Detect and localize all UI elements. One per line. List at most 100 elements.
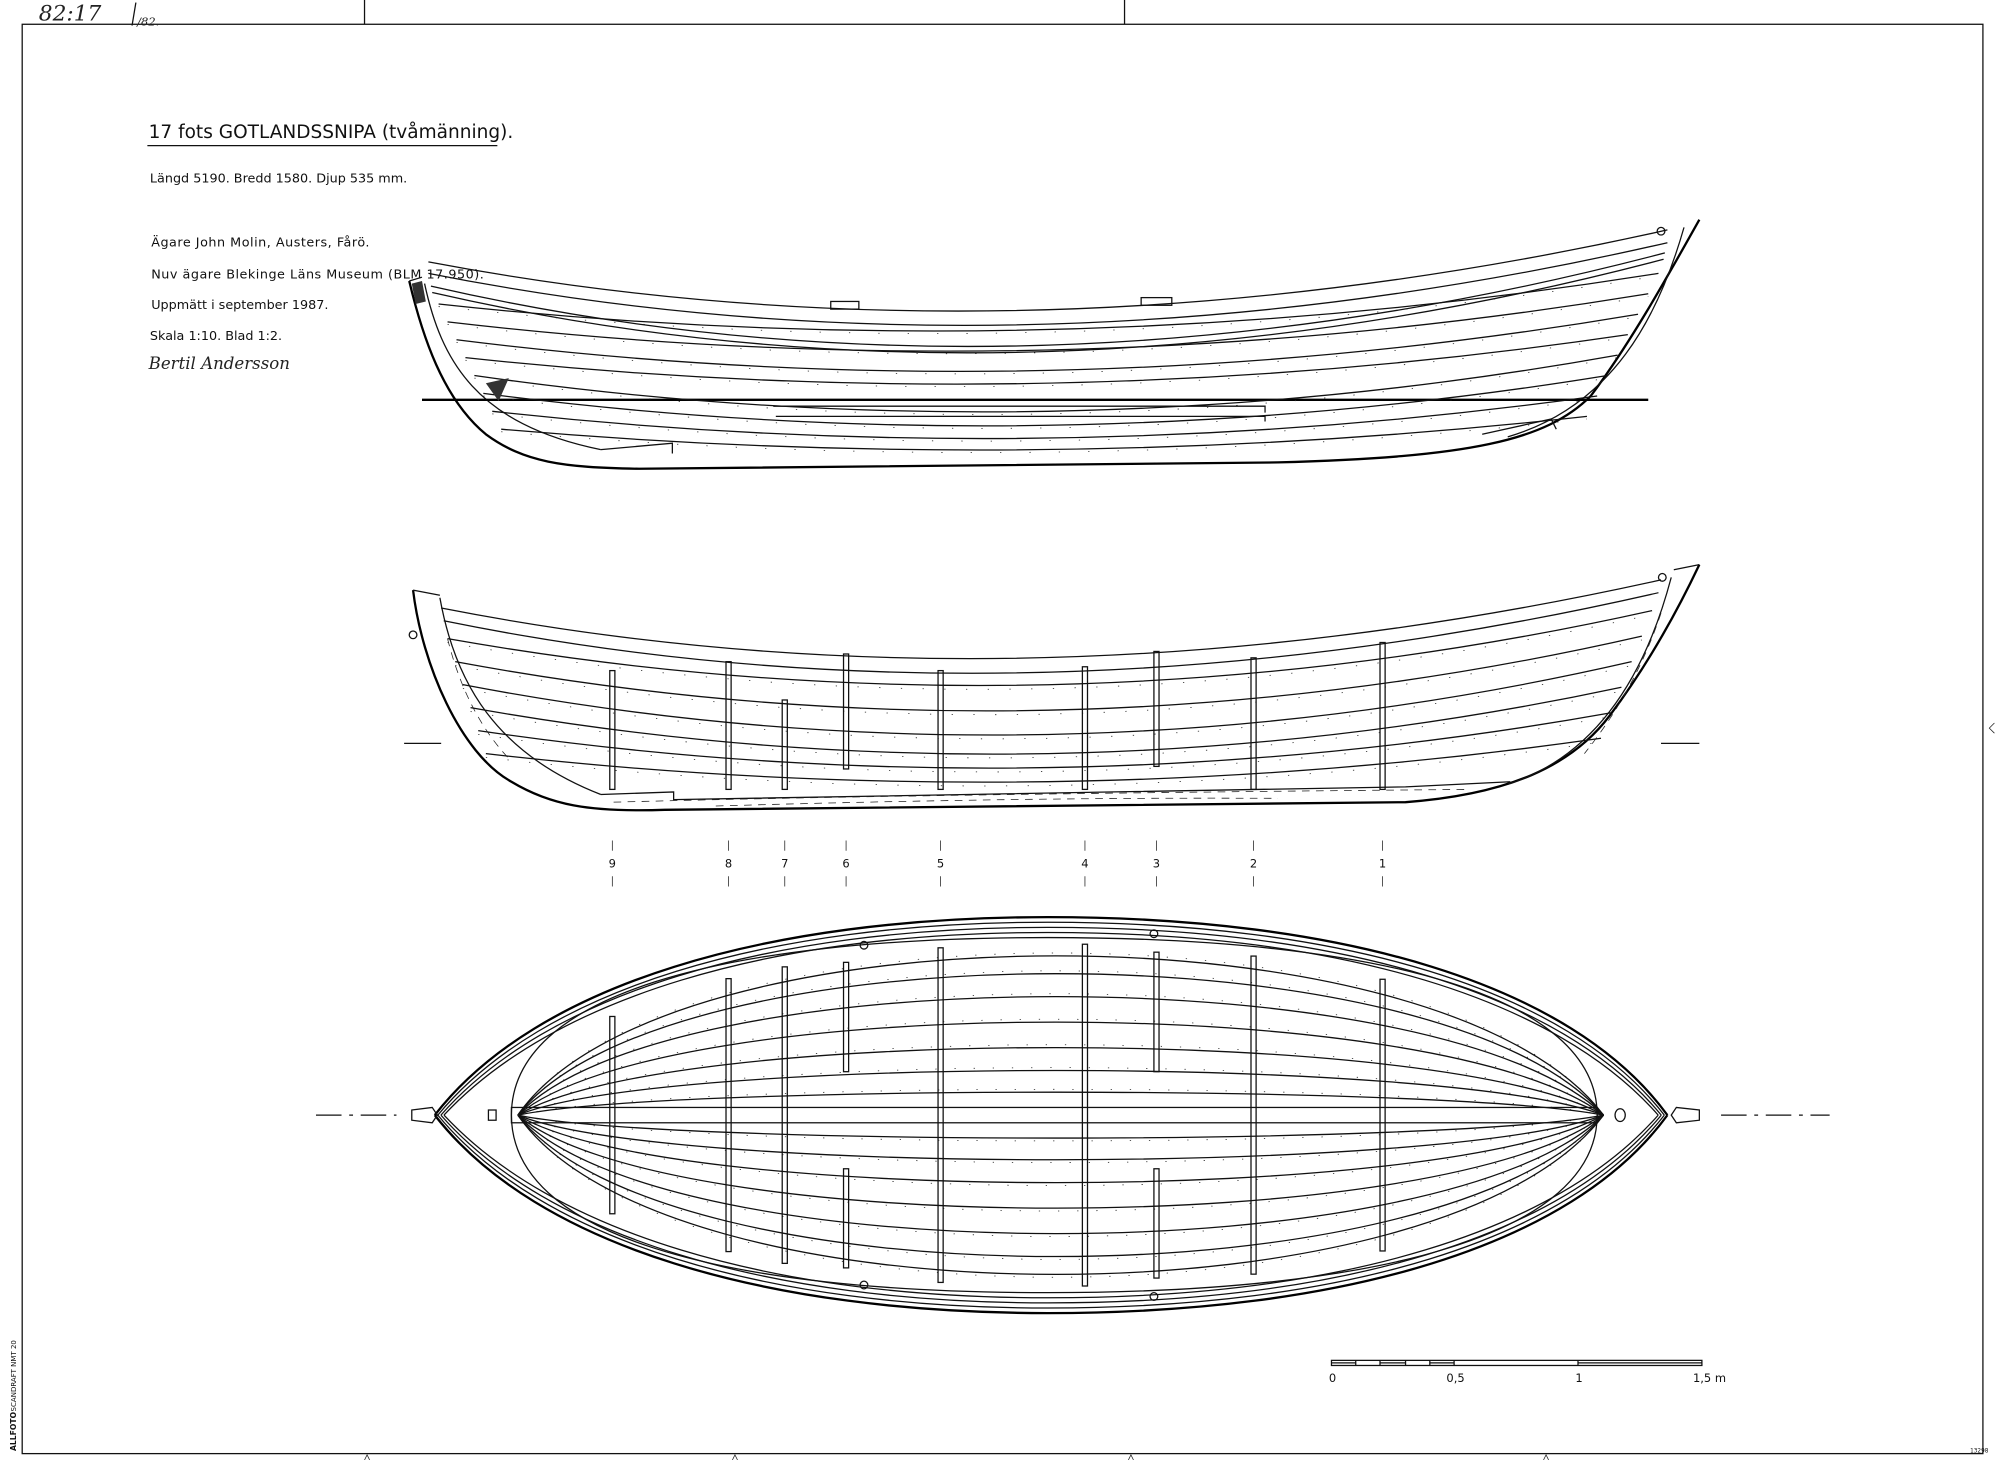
rail-line	[443, 931, 1659, 1116]
rivet-row	[517, 1114, 1604, 1278]
stem-top	[409, 276, 423, 282]
stern-tip	[1670, 1106, 1700, 1124]
plank-line	[517, 996, 1604, 1116]
plank-line	[517, 1114, 1604, 1139]
frame	[842, 653, 850, 770]
maker-logo: ALLFOTO	[9, 1411, 18, 1451]
signature: Bertil Andersson	[148, 354, 290, 373]
plank-line	[456, 313, 1639, 373]
plank-line	[492, 395, 1598, 440]
rivet-row	[517, 1018, 1604, 1116]
hull-rails	[433, 915, 1669, 1315]
garboard-patch	[773, 405, 1266, 422]
plank-line	[455, 635, 1643, 712]
plank-lines	[447, 609, 1653, 787]
plank-line	[517, 973, 1605, 1116]
station-label: 6	[842, 856, 849, 870]
thole-block	[830, 300, 860, 310]
keel-scarf	[600, 418, 1557, 454]
scale-bar-divisions	[1331, 1360, 1702, 1366]
plank-line	[517, 1114, 1605, 1275]
owner-text: Ägare John Molin, Austers, Fårö.	[151, 235, 370, 251]
scale-text: Skala 1:10. Blad 1:2.	[150, 329, 282, 344]
station-label: 3	[1153, 856, 1160, 870]
station-label: 9	[609, 856, 616, 870]
gunwale	[441, 579, 1662, 660]
half-frame	[842, 1168, 850, 1269]
frame	[1250, 657, 1257, 791]
exterior-profile-view	[408, 219, 1701, 470]
plank-line	[517, 955, 1605, 1116]
frame	[937, 669, 944, 791]
sternpost-inner	[1507, 227, 1685, 438]
rivet-row	[517, 1114, 1604, 1260]
plank-line	[465, 334, 1628, 385]
inner-hull	[510, 936, 1598, 1294]
gunwale-lower	[443, 592, 1659, 674]
plank-line	[517, 1114, 1604, 1161]
frames	[609, 943, 1386, 1287]
stem-inner	[439, 597, 602, 796]
stern-ring	[1657, 572, 1667, 582]
stern-hole	[1614, 1108, 1626, 1123]
frame	[781, 966, 788, 1265]
station-label: 5	[937, 856, 944, 870]
keelson	[510, 1106, 1598, 1124]
oarlock-hole	[1149, 929, 1159, 939]
scale-bar: 0 0,5 1 1,5 m	[1329, 1359, 1726, 1385]
gunwale-lower	[428, 242, 1668, 326]
frame	[1250, 955, 1257, 1275]
frame	[725, 661, 732, 791]
plank-line	[447, 293, 1649, 352]
plank-line	[517, 1021, 1604, 1116]
frame	[1379, 641, 1386, 791]
paper-brand: SCANDRAFT NMT 20	[9, 1340, 18, 1411]
drawing-title: 17 fots GOTLANDSSNIPA (tvåmänning).	[149, 120, 514, 143]
plank-line	[517, 1114, 1604, 1209]
plank-line	[470, 686, 1622, 755]
rivet-row	[485, 741, 1602, 787]
plank-line	[483, 374, 1608, 427]
plank-lines	[517, 952, 1605, 1278]
stem-fitting	[411, 281, 509, 402]
plank-line	[438, 272, 1659, 332]
half-frame	[1153, 951, 1160, 1073]
oarlock-hole	[859, 940, 869, 950]
edge-mark	[364, 722, 1995, 1460]
current-owner-text: Nuv ägare Blekinge Läns Museum (BLM 17.9…	[151, 267, 484, 282]
bow-tip	[411, 1106, 439, 1124]
frame	[1081, 943, 1089, 1287]
frames	[609, 641, 1386, 791]
rivet-row	[517, 1088, 1604, 1116]
mast-step	[487, 1109, 497, 1121]
scale-label: 0,5	[1446, 1371, 1464, 1385]
stern-top	[1673, 563, 1700, 571]
plank-line	[517, 1091, 1604, 1116]
rivet-row	[492, 398, 1598, 442]
frame	[1153, 650, 1160, 768]
handwritten-year: /82.	[136, 15, 159, 29]
scale-label: 1,5 m	[1693, 1371, 1726, 1385]
dimensions-text: Längd 5190. Bredd 1580. Djup 535 mm.	[150, 172, 407, 187]
rivet-row	[517, 970, 1604, 1116]
interior-profile-view	[404, 563, 1701, 812]
handwritten-number: 82:17	[39, 1, 102, 26]
plan-view	[315, 915, 1830, 1315]
station-label: 8	[725, 856, 732, 870]
thole-block	[1140, 296, 1173, 306]
gunwale	[428, 229, 1668, 312]
frame	[1081, 666, 1089, 791]
frame	[781, 699, 788, 791]
measured-text: Uppmätt i september 1987.	[151, 298, 328, 313]
frame	[725, 978, 732, 1253]
oarlock-hole	[859, 1280, 869, 1290]
plank-line	[462, 661, 1632, 736]
rail-line	[443, 1114, 1659, 1299]
oarlock-hole	[1149, 1292, 1159, 1301]
frame	[1379, 978, 1386, 1252]
plank-lines	[438, 272, 1659, 453]
hull-outline	[411, 564, 1701, 812]
plank-line	[478, 712, 1612, 769]
plank-line	[447, 609, 1653, 687]
